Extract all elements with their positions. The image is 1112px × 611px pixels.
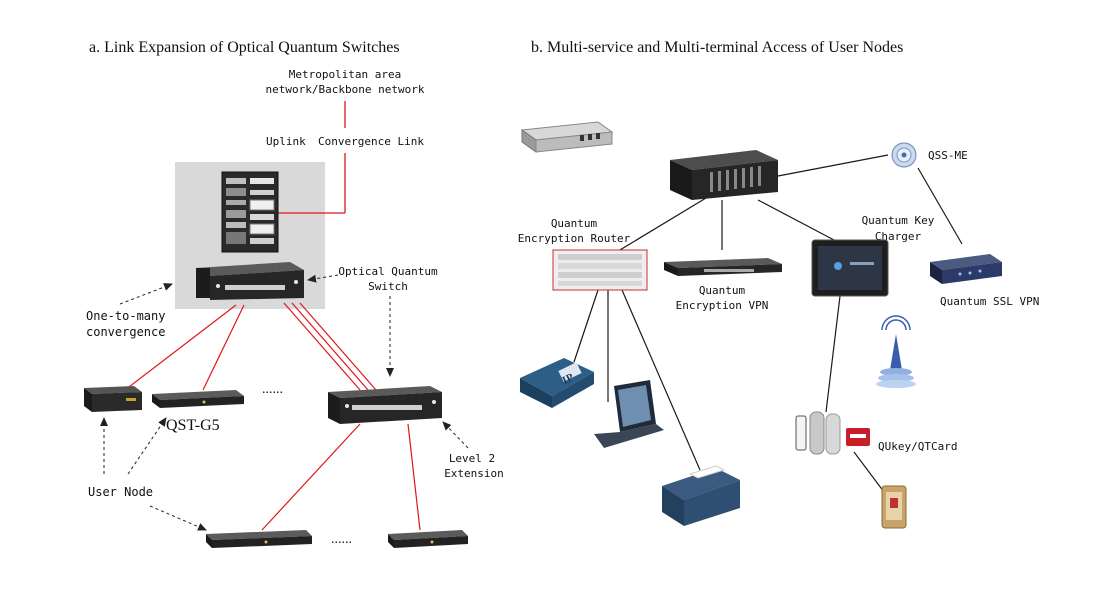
- core-chassis-icon: [670, 150, 778, 200]
- metro-label-line2: network/Backbone network: [266, 83, 425, 96]
- bottom-device-right-icon: [388, 530, 468, 548]
- uplink-label: Uplink: [266, 135, 306, 148]
- link-switch-to-l2a: [283, 302, 361, 391]
- link-router-to-phone: [573, 289, 599, 363]
- link-router-to-printer: [621, 289, 701, 471]
- level2-switch-icon: [328, 386, 442, 424]
- link-l2-to-bottom-right: [407, 423, 421, 531]
- qukey-label: QUkey/QTCard: [878, 440, 957, 453]
- mobile-phone-icon: [881, 485, 907, 529]
- charger-label-line1: Quantum Key: [862, 214, 935, 227]
- oqs-label-line2: Switch: [368, 280, 408, 293]
- user-node-label: User Node: [88, 485, 153, 499]
- convergence-link-label: Convergence Link: [318, 135, 424, 148]
- vpn-label-line1: Quantum: [699, 284, 746, 297]
- link-qukey-to-phone: [853, 451, 885, 493]
- ip-phone-label: IP: [560, 371, 575, 387]
- level2-label-line2: Extension: [444, 467, 504, 480]
- laptop-icon: [594, 380, 664, 448]
- link-qssme-to-ssl: [917, 167, 963, 245]
- level2-pointer-arrow: [442, 421, 469, 449]
- server-rack-icon: [221, 171, 279, 253]
- ellipsis-bottom: ......: [331, 532, 352, 547]
- panel-a-title: a. Link Expansion of Optical Quantum Swi…: [89, 39, 400, 56]
- link-switch-to-qst: [202, 304, 245, 391]
- qss-me-label: QSS-ME: [928, 149, 968, 162]
- user-node-arrow-up-right: [127, 417, 167, 475]
- link-charger-to-qukey: [825, 295, 841, 413]
- vpn-label-line2: Encryption VPN: [676, 299, 769, 312]
- qst-g5-label: QST-G5: [166, 417, 220, 434]
- ssl-vpn-icon: [930, 254, 1002, 284]
- ssl-vpn-label: Quantum SSL VPN: [940, 295, 1039, 308]
- key-charger-tablet-icon: [811, 239, 889, 297]
- oqs-label-line1: Optical Quantum: [338, 265, 438, 278]
- panel-b-title: b. Multi-service and Multi-terminal Acce…: [531, 39, 903, 56]
- one-to-many-line1: One-to-many: [86, 309, 165, 323]
- link-l2-to-bottom-left: [261, 423, 361, 531]
- user-node-box-icon: [84, 386, 142, 412]
- qss-me-disc-icon: [891, 142, 917, 168]
- level2-label-line1: Level 2: [449, 452, 495, 465]
- ellipsis-top: ......: [262, 382, 283, 397]
- rack-server-icon: [520, 121, 614, 153]
- link-switch-to-user1: [124, 304, 237, 391]
- antenna-tower-icon: [876, 315, 916, 388]
- bottom-device-left-icon: [206, 530, 312, 548]
- one-to-many-line2: convergence: [86, 325, 165, 339]
- optical-quantum-switch-icon: [196, 262, 304, 300]
- link-core-to-charger: [757, 199, 835, 241]
- router-label-line1: Quantum: [551, 217, 598, 230]
- encryption-vpn-icon: [664, 258, 782, 276]
- metro-label-line1: Metropolitan area: [289, 68, 402, 81]
- qst-g5-icon: [152, 390, 244, 408]
- link-switch-to-l2c: [299, 302, 377, 391]
- ip-phone-icon: [520, 358, 594, 408]
- qukey-devices-icon: [795, 411, 870, 455]
- encryption-router-icon: [552, 249, 648, 291]
- oqs-pointer-arrow: [307, 274, 339, 283]
- user-node-arrow-down: [149, 505, 207, 531]
- link-switch-to-l2b: [291, 302, 369, 391]
- printer-icon: [662, 465, 740, 526]
- link-core-to-qssme: [777, 154, 889, 177]
- router-label-line2: Encryption Router: [518, 232, 631, 245]
- one-to-many-arrow: [119, 283, 173, 305]
